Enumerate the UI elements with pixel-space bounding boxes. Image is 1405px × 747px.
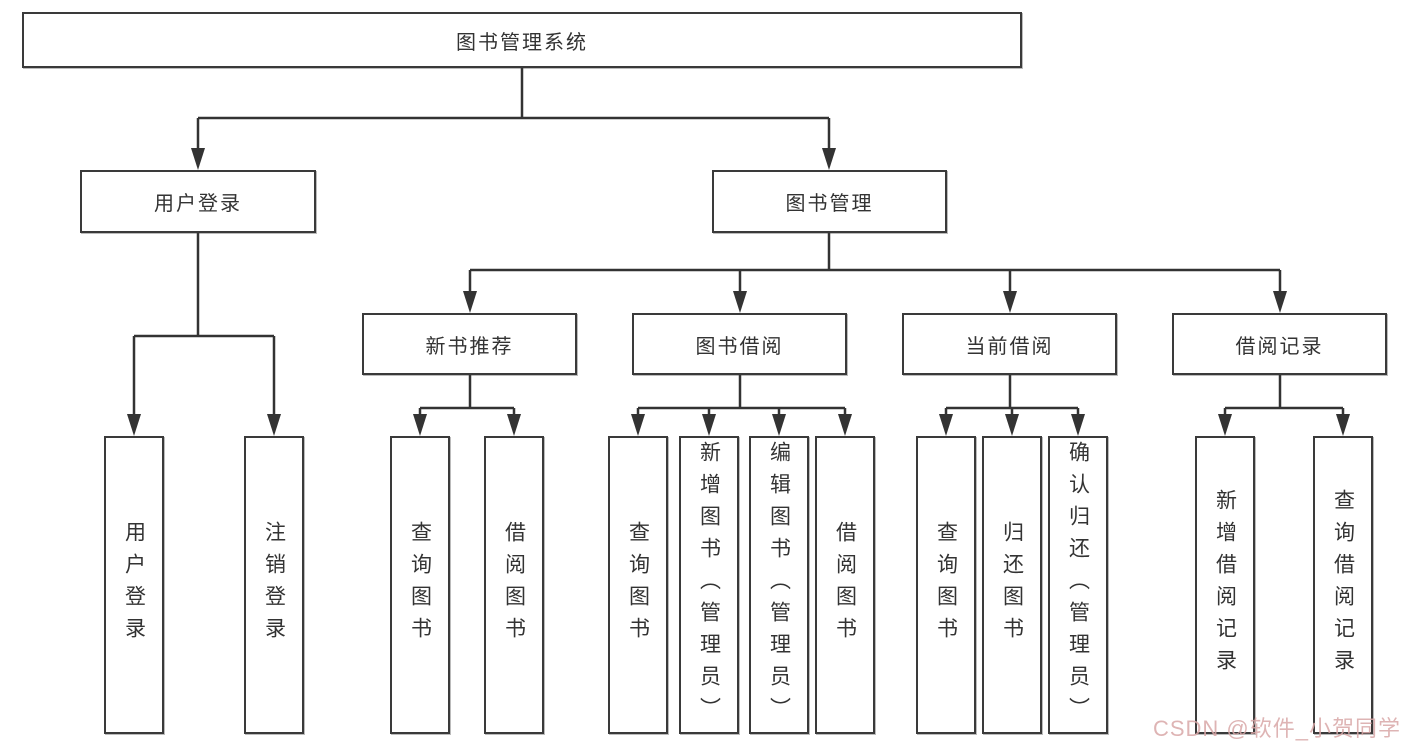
leaf-borrow-add-books-admin: 新增图书（管理员） bbox=[679, 436, 739, 734]
leaf-current-return-books: 归还图书 bbox=[982, 436, 1042, 734]
leaf-current-query-books: 查询图书 bbox=[916, 436, 976, 734]
node-book-management: 图书管理 bbox=[712, 170, 947, 233]
leaf-current-confirm-return-admin: 确认归还（管理员） bbox=[1048, 436, 1108, 734]
leaf-borrow-borrow-books: 借阅图书 bbox=[815, 436, 875, 734]
leaf-borrow-query-books: 查询图书 bbox=[608, 436, 668, 734]
node-book-borrow: 图书借阅 bbox=[632, 313, 847, 375]
node-new-book-recommend: 新书推荐 bbox=[362, 313, 577, 375]
leaf-records-add-record: 新增借阅记录 bbox=[1195, 436, 1255, 734]
leaf-user-login: 用户登录 bbox=[104, 436, 164, 734]
leaf-newrec-query-books: 查询图书 bbox=[390, 436, 450, 734]
node-borrow-records: 借阅记录 bbox=[1172, 313, 1387, 375]
leaf-logout: 注销登录 bbox=[244, 436, 304, 734]
node-root: 图书管理系统 bbox=[22, 12, 1022, 68]
node-user-login: 用户登录 bbox=[80, 170, 316, 233]
leaf-newrec-borrow-books: 借阅图书 bbox=[484, 436, 544, 734]
node-current-borrow: 当前借阅 bbox=[902, 313, 1117, 375]
leaf-borrow-edit-books-admin: 编辑图书（管理员） bbox=[749, 436, 809, 734]
leaf-records-query-record: 查询借阅记录 bbox=[1313, 436, 1373, 734]
